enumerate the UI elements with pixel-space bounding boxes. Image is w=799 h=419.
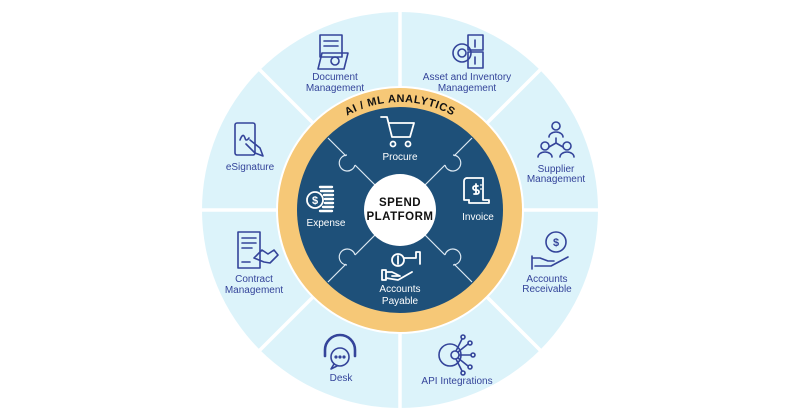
module-label-line2: Management	[527, 174, 586, 185]
module-label: Invoice	[462, 212, 494, 223]
invoice-icon	[463, 177, 490, 204]
module-document-management[interactable]: Document Management	[306, 34, 365, 94]
core-module-expense[interactable]: $ Expense	[306, 185, 346, 229]
module-label-line2: Management	[225, 285, 284, 296]
module-label: eSignature	[226, 162, 275, 173]
module-label-line2: Management	[306, 83, 365, 94]
module-contract-management[interactable]: Contract Management	[225, 231, 284, 296]
svg-text:$: $	[553, 237, 559, 249]
module-label: Desk	[330, 373, 354, 384]
document-gear-icon	[317, 34, 349, 70]
module-label: Procure	[382, 152, 417, 163]
money-hand-icon	[381, 251, 421, 281]
module-label-line1: Accounts	[379, 284, 420, 295]
module-api-integrations[interactable]: API Integrations	[421, 334, 493, 387]
coins-icon: $	[306, 185, 335, 213]
module-asset-inventory-management[interactable]: Asset and Inventory Management	[423, 34, 511, 94]
module-label: API Integrations	[421, 376, 492, 387]
module-label-line2: Payable	[382, 296, 419, 307]
module-label-line1: Document	[312, 72, 358, 83]
module-label-line1: Accounts	[526, 274, 567, 285]
module-desk[interactable]: Desk	[323, 333, 357, 384]
module-label-line1: Contract	[235, 274, 273, 285]
core-module-invoice[interactable]: Invoice	[462, 177, 494, 223]
headset-chat-icon	[323, 333, 357, 370]
module-label-line1: Supplier	[538, 164, 575, 175]
module-label: Expense	[307, 218, 346, 229]
center-circle	[364, 174, 436, 246]
center-title-line2: PLATFORM	[366, 211, 433, 223]
module-label-line2: Management	[438, 83, 497, 94]
center-title-line1: SPEND	[379, 197, 421, 209]
dollar-hand-icon: $	[531, 231, 569, 270]
shopping-cart-icon	[380, 116, 415, 148]
gear-boxes-icon	[452, 34, 484, 69]
module-label-line2: Receivable	[522, 284, 572, 295]
contract-handshake-icon	[237, 231, 279, 269]
core-module-procure[interactable]: Procure	[380, 116, 418, 163]
people-network-icon	[537, 121, 575, 158]
tablet-signature-icon	[234, 122, 264, 157]
module-supplier-management[interactable]: Supplier Management	[527, 121, 586, 185]
core-module-accounts-payable[interactable]: Accounts Payable	[379, 251, 421, 307]
core-dividers	[327, 137, 473, 283]
module-accounts-receivable[interactable]: $ Accounts Receivable	[522, 231, 572, 295]
module-esignature[interactable]: eSignature	[226, 122, 275, 173]
module-label-line1: Asset and Inventory	[423, 72, 511, 83]
gear-circuit-icon	[438, 334, 476, 376]
svg-text:$: $	[312, 195, 318, 207]
